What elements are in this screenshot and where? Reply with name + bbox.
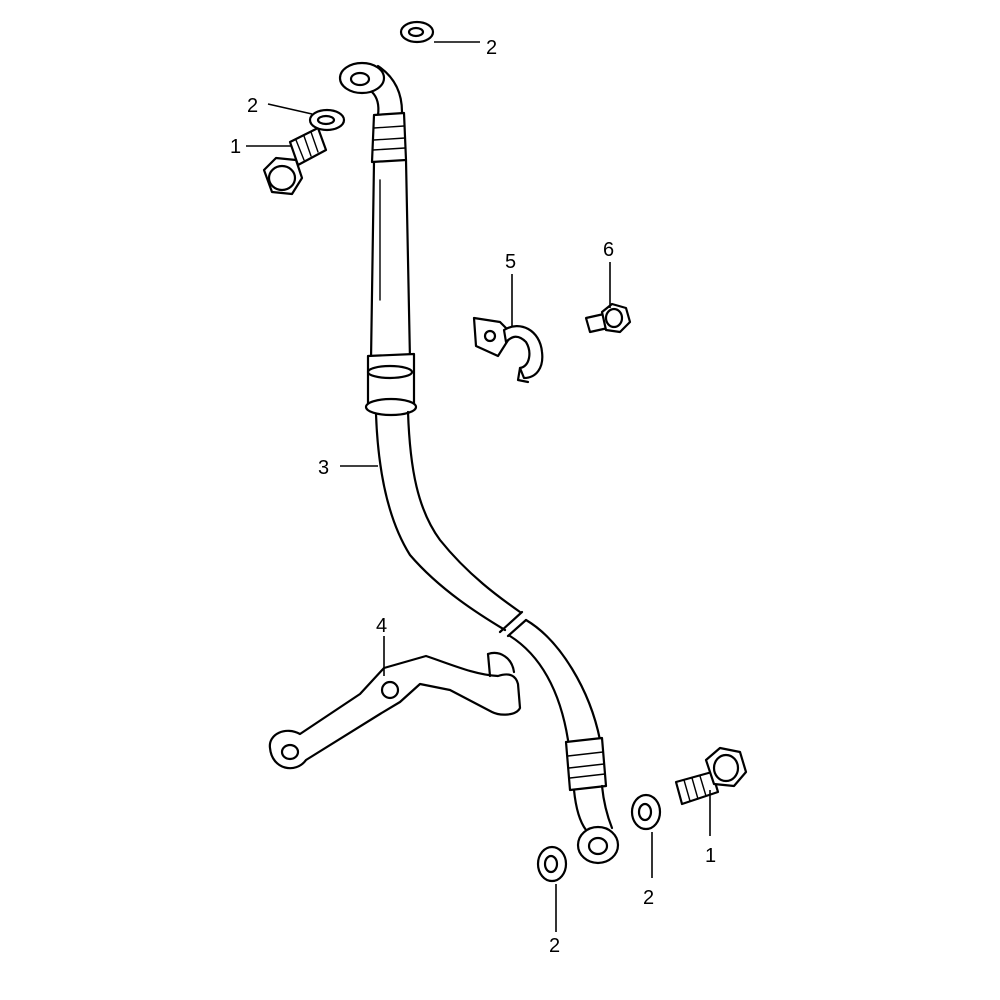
callout-washer-upper-left: 2 [247,95,258,117]
screw [584,302,632,334]
brake-hose [338,61,620,865]
callout-bolt-top: 1 [230,136,241,158]
callout-washer-bottom-2: 2 [643,887,654,909]
callout-labels: 2 2 1 3 5 6 4 2 2 1 [230,37,716,957]
callout-washer-top: 2 [486,37,497,59]
leader-lines [246,41,711,932]
callout-washer-bottom-1: 2 [549,935,560,957]
callout-bolt-bottom: 1 [705,845,716,867]
hose-bracket [268,651,522,770]
washer-bottom-1 [536,845,568,883]
hose-clamp [472,316,544,384]
callout-screw: 6 [603,239,614,261]
banjo-bolt-bottom [674,746,748,806]
banjo-bolt-top [262,126,328,196]
washer-top [399,20,435,44]
washer-bottom-2 [630,793,662,831]
callout-clamp: 5 [505,251,516,273]
callout-brake-hose: 3 [318,457,329,479]
callout-bracket: 4 [376,615,387,637]
washer-upper-left [308,108,346,132]
